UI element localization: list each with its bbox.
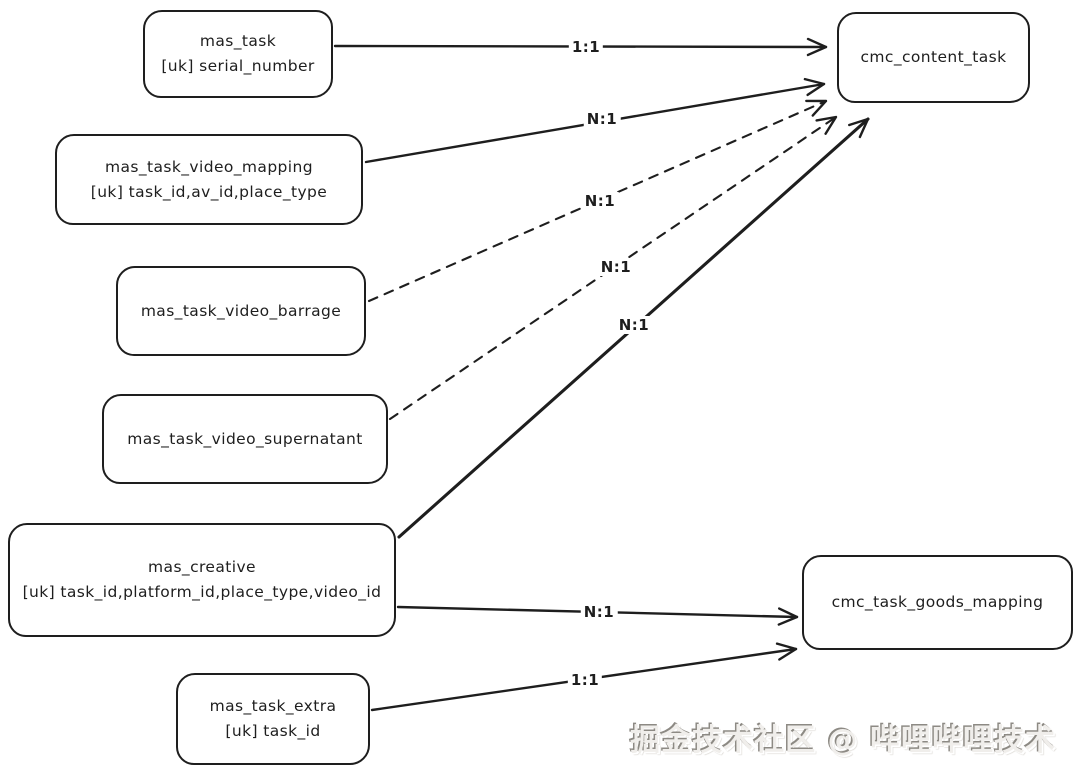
node-unique-key: [uk] serial_number [161,57,315,75]
node-title: mas_task_video_supernatant [127,429,363,448]
edge-cardinality-label: N:1 [597,258,635,276]
node-mas_task_extra: mas_task_extra [uk] task_id [176,673,370,765]
node-unique-key: [uk] task_id,av_id,place_type [90,182,328,201]
node-mas_creative: mas_creative [uk] task_id,platform_id,pl… [8,523,396,637]
watermark: 掘金技术社区 @ 哔哩哔哩技术 [630,723,1056,758]
edge-cardinality-label: 1:1 [567,671,603,689]
edge-cardinality-label: 1:1 [568,38,604,56]
edge-cardinality-label: N:1 [581,192,619,210]
node-title: cmc_content_task [860,48,1007,66]
node-unique-key: [uk] task_id [225,722,321,740]
node-title: mas_task_video_barrage [140,301,342,320]
edge-mas_task_video_barrage-to-cmc_content_task [367,99,828,303]
node-cmc_task_goods_mapping: cmc_task_goods_mapping [802,555,1073,650]
node-unique-key: [uk] task_id,platform_id,place_type,vide… [22,583,382,601]
node-cmc_content_task: cmc_content_task [837,12,1030,103]
edge-cardinality-label: N:1 [583,110,621,128]
node-mas_task: mas_task [uk] serial_number [143,10,333,98]
node-mas_task_video_supernatant: mas_task_video_supernatant [102,394,388,484]
node-title: mas_task_extra [209,697,337,715]
edge-cardinality-label: N:1 [580,603,618,621]
node-title: mas_task [199,32,277,50]
node-mas_task_video_mapping: mas_task_video_mapping [uk] task_id,av_i… [55,134,363,225]
node-title: mas_task_video_mapping [105,157,313,176]
node-mas_task_video_barrage: mas_task_video_barrage [116,266,366,356]
node-title: mas_creative [148,558,256,576]
edge-mas_task_video_supernatant-to-cmc_content_task [388,115,838,421]
edge-cardinality-label: N:1 [615,316,653,334]
node-title: cmc_task_goods_mapping [831,593,1044,611]
